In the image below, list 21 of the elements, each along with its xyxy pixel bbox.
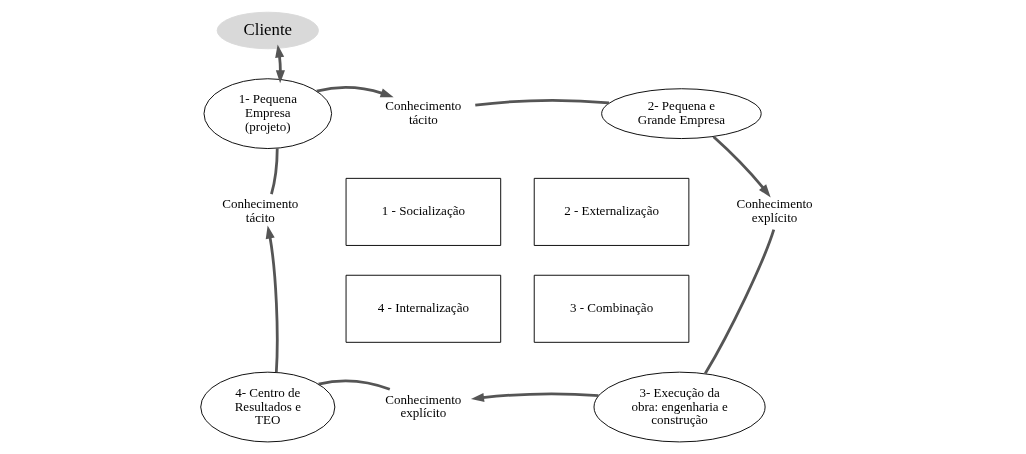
node-box: 2 - Externalização (533, 177, 689, 246)
connector (269, 148, 279, 195)
node-ellipse: 2- Pequena e Grande Empresa (600, 88, 762, 140)
node-ellipse: Cliente (216, 11, 319, 50)
node-box: 3 - Combinação (533, 274, 689, 343)
connector (474, 99, 609, 107)
node-box: 4 - Internalização (345, 274, 501, 343)
node-text: Conhecimento explícito (736, 196, 813, 226)
node-text: Conhecimento tácito (384, 98, 461, 128)
arrow (265, 225, 279, 373)
node-text: Conhecimento explícito (384, 391, 461, 421)
node-ellipse: 4- Centro de Resultados e TEO (199, 371, 335, 443)
connector (317, 379, 390, 391)
arrow (712, 135, 771, 198)
arrow (315, 86, 394, 98)
node-ellipse: 3- Execução da obra: engenharia e construção (593, 371, 766, 443)
arrow (470, 392, 599, 402)
node-box: 1 - Socialização (345, 177, 501, 246)
node-text: Conhecimento tácito (221, 196, 298, 226)
node-ellipse: 1- Pequena Empresa (projeto) (203, 78, 332, 149)
connector (703, 229, 775, 375)
